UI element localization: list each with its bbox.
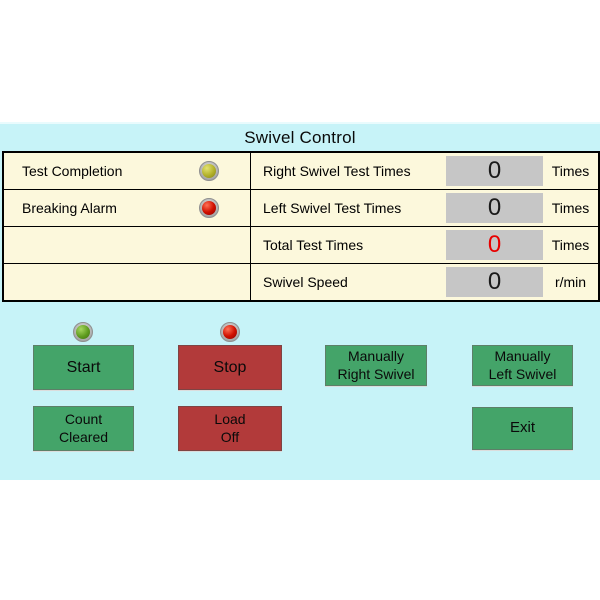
hmi-panel: Swivel Control Test Completion Right Swi…: [0, 122, 600, 480]
count-cleared-button[interactable]: Count Cleared: [33, 406, 134, 451]
value-readout: 0: [446, 156, 543, 186]
start-green-led-icon: [73, 322, 93, 342]
page-title: Swivel Control: [244, 127, 356, 147]
value-readout: 0: [446, 267, 543, 297]
status-table: Test Completion Right Swivel Test Times …: [2, 151, 600, 302]
unit-label: Times: [551, 237, 590, 253]
value-readout: 0: [446, 230, 543, 260]
metric-label: Swivel Speed: [263, 274, 348, 290]
red-led-icon: [199, 198, 219, 218]
table-row: Total Test Times 0 Times: [4, 226, 598, 263]
yellow-led-icon: [199, 161, 219, 181]
unit-label: r/min: [554, 274, 587, 290]
metric-label: Left Swivel Test Times: [263, 200, 402, 216]
unit-label: Times: [551, 163, 590, 179]
unit-label: Times: [551, 200, 590, 216]
manually-right-swivel-button[interactable]: Manually Right Swivel: [325, 345, 427, 386]
metric-label: Total Test Times: [263, 237, 364, 253]
manually-left-swivel-button[interactable]: Manually Left Swivel: [472, 345, 573, 386]
indicator-label: Test Completion: [22, 163, 123, 179]
table-row: Breaking Alarm Left Swivel Test Times 0 …: [4, 189, 598, 226]
exit-button[interactable]: Exit: [472, 407, 573, 450]
load-off-button[interactable]: Load Off: [178, 406, 282, 451]
value-readout: 0: [446, 193, 543, 223]
stop-button[interactable]: Stop: [178, 345, 282, 390]
stop-red-led-icon: [220, 322, 240, 342]
metric-label: Right Swivel Test Times: [263, 163, 411, 179]
table-row: Swivel Speed 0 r/min: [4, 263, 598, 300]
start-button[interactable]: Start: [33, 345, 134, 390]
indicator-label: Breaking Alarm: [22, 200, 117, 216]
table-row: Test Completion Right Swivel Test Times …: [4, 153, 598, 189]
